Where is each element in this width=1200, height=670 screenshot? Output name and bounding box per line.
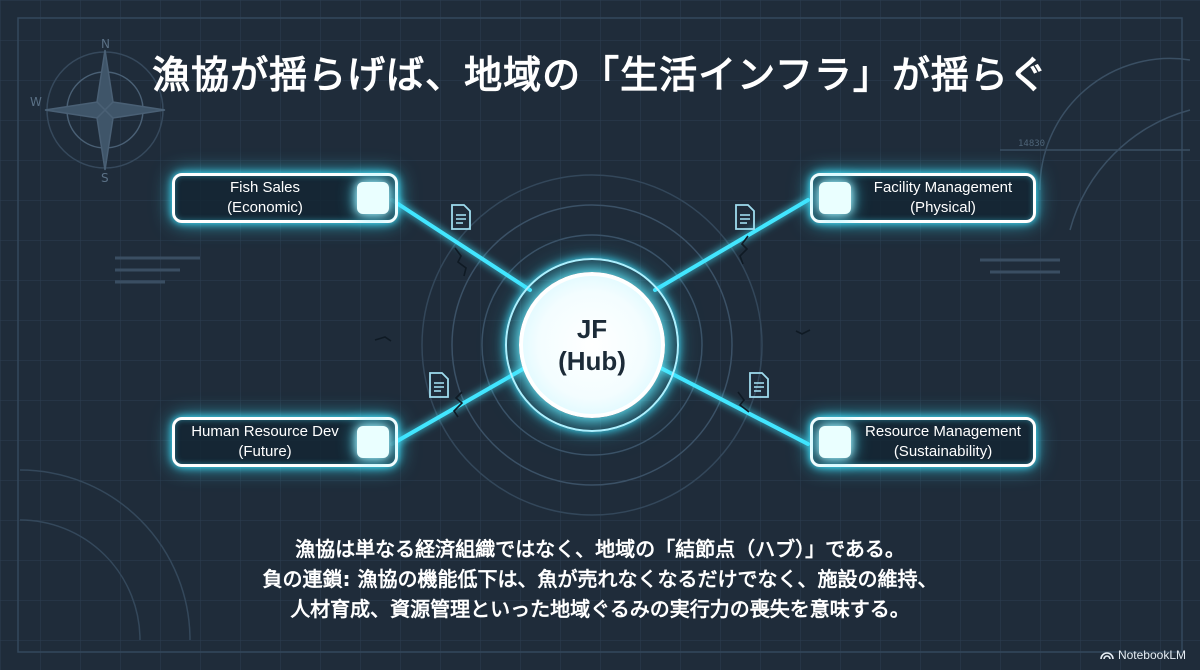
document-icon: [735, 204, 755, 230]
blueprint-number: 14830: [1018, 139, 1045, 149]
node-label: Fish Sales (Economic): [175, 176, 355, 220]
decorative-lines: [115, 256, 1060, 284]
compass-w-label: W: [30, 95, 42, 109]
hub-label-line1: JF: [576, 314, 608, 344]
node-label-line1: Facility Management: [873, 179, 1013, 196]
connection-lines: [390, 198, 810, 446]
node-fish-sales: Fish Sales (Economic): [172, 173, 398, 223]
node-connector-plug: [357, 182, 389, 214]
connector-resource-management: [653, 363, 810, 446]
document-icon: [749, 372, 769, 398]
connector-fish-sales: [390, 198, 532, 292]
node-human-resource-dev: Human Resource Dev (Future): [172, 417, 398, 467]
node-facility-management: Facility Management (Physical): [810, 173, 1036, 223]
node-label: Human Resource Dev (Future): [175, 420, 355, 464]
hub-label-line2: (Hub): [558, 346, 626, 376]
node-label: Resource Management (Sustainability): [853, 420, 1033, 464]
node-connector-plug: [357, 426, 389, 458]
notebooklm-logo-icon: [1100, 652, 1114, 660]
hub-rings: [421, 174, 763, 516]
page-title: 漁協が揺らげば、地域の「生活インフラ」が揺らぐ: [152, 53, 1048, 97]
node-label-line1: Resource Management: [865, 423, 1021, 440]
document-icon: [451, 204, 471, 230]
node-label-line2: (Physical): [910, 199, 976, 216]
connector-facility-management: [653, 198, 810, 292]
node-label-line1: Fish Sales: [229, 179, 301, 196]
body-line: 負の連鎖: 漁協の機能低下は、魚が売れなくなるだけでなく、施設の維持、: [262, 567, 938, 591]
node-connector-plug: [819, 182, 851, 214]
technical-arc-drawing: [1000, 57, 1191, 231]
node-resource-management: Resource Management (Sustainability): [810, 417, 1036, 467]
body-line: 漁協は単なる経済組織ではなく、地域の「結節点（ハブ）」である。: [295, 537, 905, 561]
notebooklm-watermark: NotebookLM: [1100, 648, 1186, 662]
compass-s-label: S: [101, 171, 109, 185]
node-label-line1: Human Resource Dev: [191, 423, 339, 440]
watermark-label: NotebookLM: [1117, 648, 1186, 662]
body-line: 人材育成、資源管理といった地域ぐるみの実行力の喪失を意味する。: [290, 597, 910, 621]
crack-marks: [374, 235, 811, 418]
node-label-line2: (Economic): [227, 199, 303, 216]
node-label: Facility Management (Physical): [853, 176, 1033, 220]
document-icon: [429, 372, 449, 398]
node-label-line2: (Sustainability): [893, 443, 993, 460]
node-label-line2: (Future): [238, 443, 292, 460]
hub-outer-ring: [505, 258, 679, 432]
compass-rose-icon: [44, 49, 166, 171]
compass-n-label: N: [101, 37, 110, 51]
hub-node: JF (Hub): [519, 272, 665, 418]
body-text: 漁協は単なる経済組織ではなく、地域の「結節点（ハブ）」である。 負の連鎖: 漁協…: [0, 534, 1200, 624]
node-connector-plug: [819, 426, 851, 458]
technical-arc-drawing-bottom: [19, 469, 191, 641]
